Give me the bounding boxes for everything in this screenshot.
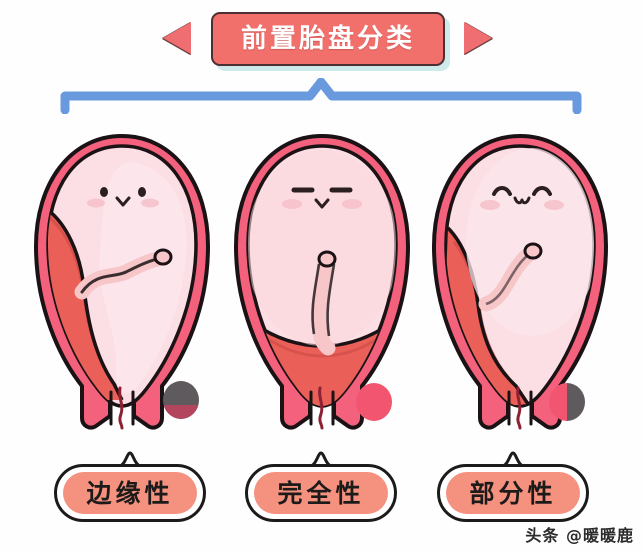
cord-insertion [523,242,543,260]
cord-outline [80,256,164,294]
mouth [115,196,131,207]
cervix-walls [507,390,533,426]
cord-insertion [153,248,173,266]
mouth [513,196,531,205]
label-fill: 边缘性 [63,472,197,514]
indicator-fill-left [549,383,567,421]
cervical-canal [318,386,324,430]
eye-right [532,186,552,196]
coverage-indicator-complete [356,383,392,421]
eye-left [492,186,512,196]
indicator-fill [356,383,392,421]
blush-right [141,198,159,208]
blush-right [544,200,564,210]
uterus-diagram-partial [420,132,620,432]
blush-left [87,198,105,208]
page-title: 前置胎盘分类 [240,24,415,54]
title-row: 前置胎盘分类 [0,6,642,66]
cervix-walls [309,390,335,426]
label-pointer-icon [308,451,334,466]
fetus-body [99,162,187,394]
fetus-body [248,150,396,346]
uterus-diagram-complete [222,132,422,432]
face-sleepy-line-eyes [282,187,362,209]
placenta-shading [251,326,393,358]
category-label-partial: 部分性 [437,451,589,522]
cervical-canal [516,386,522,430]
uterus-diagram-marginal [22,132,222,432]
indicator-fill-right [567,383,585,421]
face-neutral-dot-eyes [87,187,159,208]
label-text: 完全性 [277,478,365,508]
placenta-outline [446,226,530,405]
uterus-illustration-marginal [34,134,210,430]
blush-left [282,199,302,209]
coverage-indicator-marginal [163,381,199,419]
cervix-walls [109,390,135,426]
label-pointer-icon [500,451,526,466]
uterus-illustration-partial [432,134,608,430]
label-text: 边缘性 [86,478,174,508]
label-pointer-icon [117,451,143,466]
uterus-illustration-complete [234,134,410,430]
cord-edge-right [326,263,336,337]
cervical-canal [118,386,124,430]
watermark: 头条 @暖暖鹿 [525,526,634,545]
blush-left [480,200,500,210]
label-fill: 部分性 [446,472,580,514]
label-fill: 完全性 [254,472,388,514]
eye-right [138,187,146,197]
label-text: 部分性 [469,478,557,508]
cord-edge-left [311,263,321,335]
umbilical-cord [311,252,336,356]
category-label-complete: 完全性 [245,451,397,522]
cord-insertion [317,250,337,268]
eye-left [100,187,108,197]
triangle-left-icon [163,22,191,54]
face-happy-arc-eyes [480,186,564,210]
blush-right [342,199,362,209]
triangle-right-icon [464,22,492,54]
coverage-indicator-partial [549,383,585,421]
category-label-marginal: 边缘性 [54,451,206,522]
bracket-connector-icon [60,78,582,114]
indicator-accent [163,404,199,419]
page-title-banner: 前置胎盘分类 [211,12,445,66]
mouth [314,198,330,209]
